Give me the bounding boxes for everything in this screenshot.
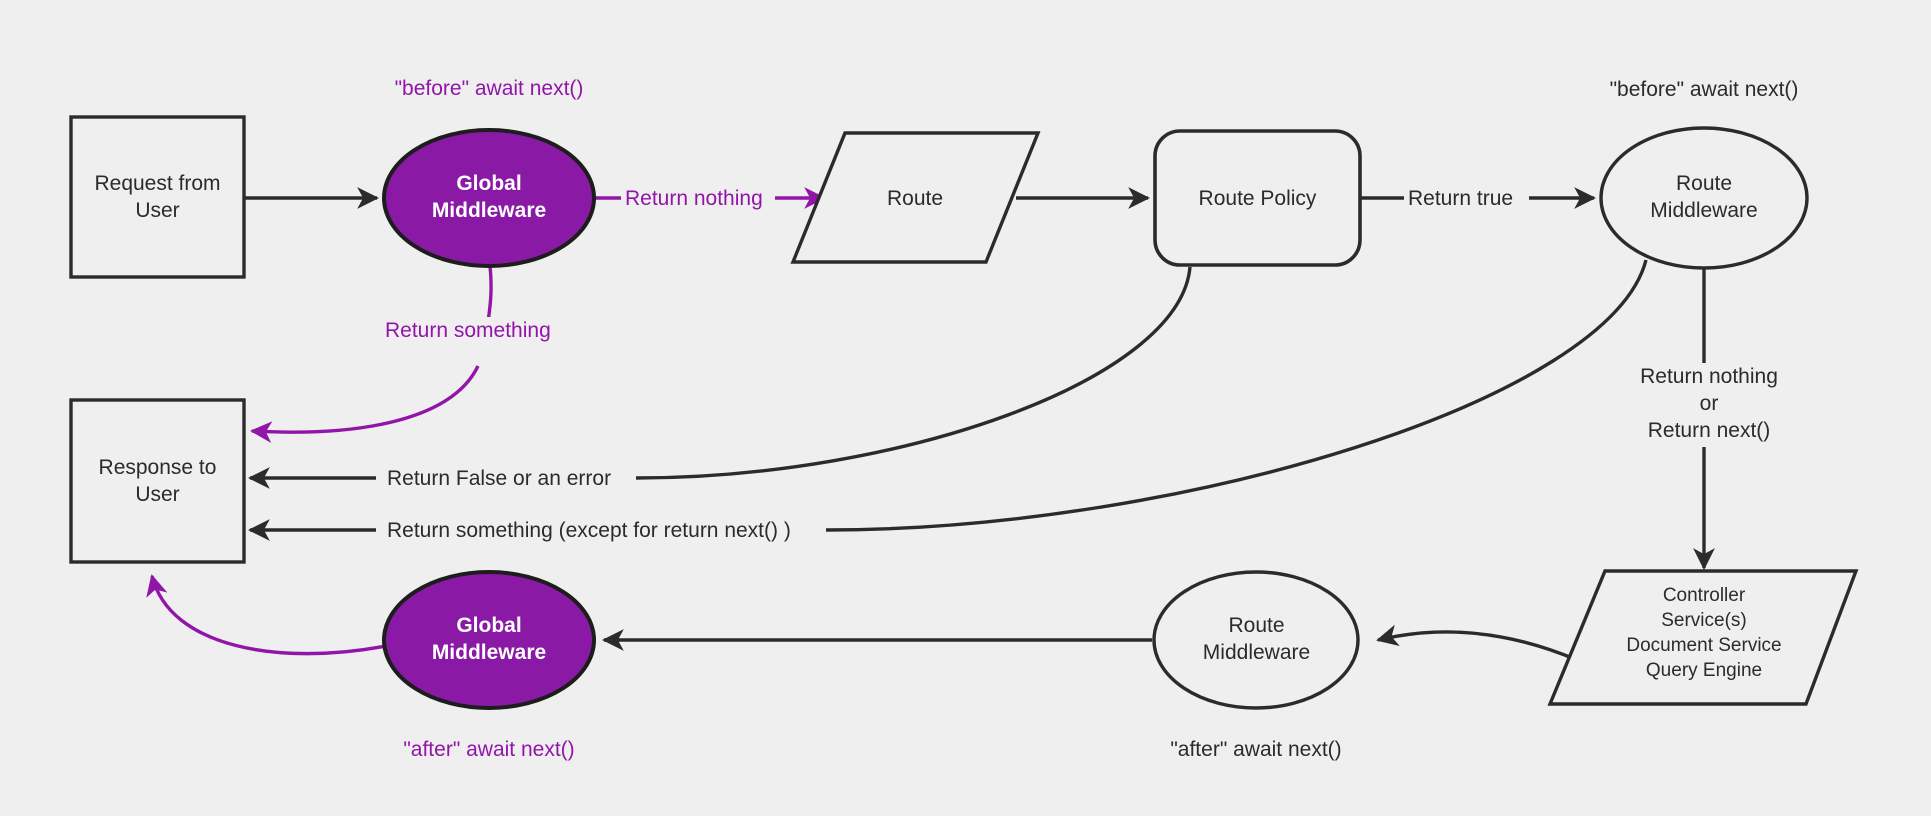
edge-label-return-false-or-error: Return False or an error <box>383 465 616 492</box>
node-response-to-user[interactable] <box>69 398 246 564</box>
node-global-middleware-top[interactable] <box>382 128 596 268</box>
edge-global-middleware-to-response-b <box>250 365 480 443</box>
edge-controller-to-route-middleware-bottom <box>1376 624 1578 662</box>
edge-label-return-nothing-or-next: Return nothing or Return next() <box>1620 363 1798 444</box>
node-request-from-user[interactable] <box>69 115 246 279</box>
node-global-middleware-bottom[interactable] <box>382 570 596 710</box>
node-route-policy[interactable] <box>1153 129 1362 267</box>
annotation-after-await-next-global: "after" await next() <box>403 738 575 761</box>
node-route-middleware-bottom[interactable] <box>1152 570 1360 710</box>
annotation-after-await-next-route: "after" await next() <box>1170 738 1342 761</box>
edge-label-return-true: Return true <box>1404 185 1518 212</box>
node-route-middleware-top[interactable] <box>1599 126 1809 270</box>
edge-label-return-something: Return something <box>381 317 555 344</box>
edge-route-middleware-to-response-curve <box>825 259 1648 532</box>
annotation-before-await-next-global: "before" await next() <box>394 77 584 100</box>
edge-label-return-something-except-next: Return something (except for return next… <box>383 517 795 544</box>
annotation-before-await-next-route: "before" await next() <box>1609 78 1799 101</box>
node-controller-services[interactable] <box>1547 569 1859 706</box>
edge-label-return-nothing: Return nothing <box>621 185 767 212</box>
edge-route-policy-to-response-curve <box>635 266 1192 480</box>
node-route[interactable] <box>790 131 1041 264</box>
edge-global-middleware-bottom-to-response <box>146 574 387 656</box>
